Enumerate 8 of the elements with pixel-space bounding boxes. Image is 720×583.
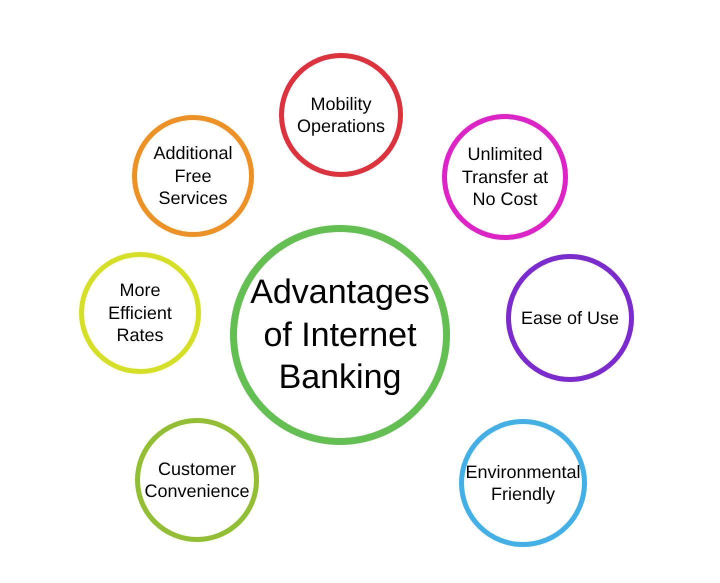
node-label: Environmental Friendly bbox=[465, 460, 581, 506]
node-label: Ease of Use bbox=[520, 306, 620, 330]
node-label: Advantages of Internet Banking bbox=[249, 272, 431, 398]
node-label: Unlimited Transfer at No Cost bbox=[460, 143, 550, 211]
node-label: Mobility Operations bbox=[296, 92, 386, 138]
node-label: Customer Convenience bbox=[144, 458, 250, 502]
node-label: More Efficient Rates bbox=[107, 279, 173, 347]
node-label: Additional Free Services bbox=[152, 142, 234, 210]
